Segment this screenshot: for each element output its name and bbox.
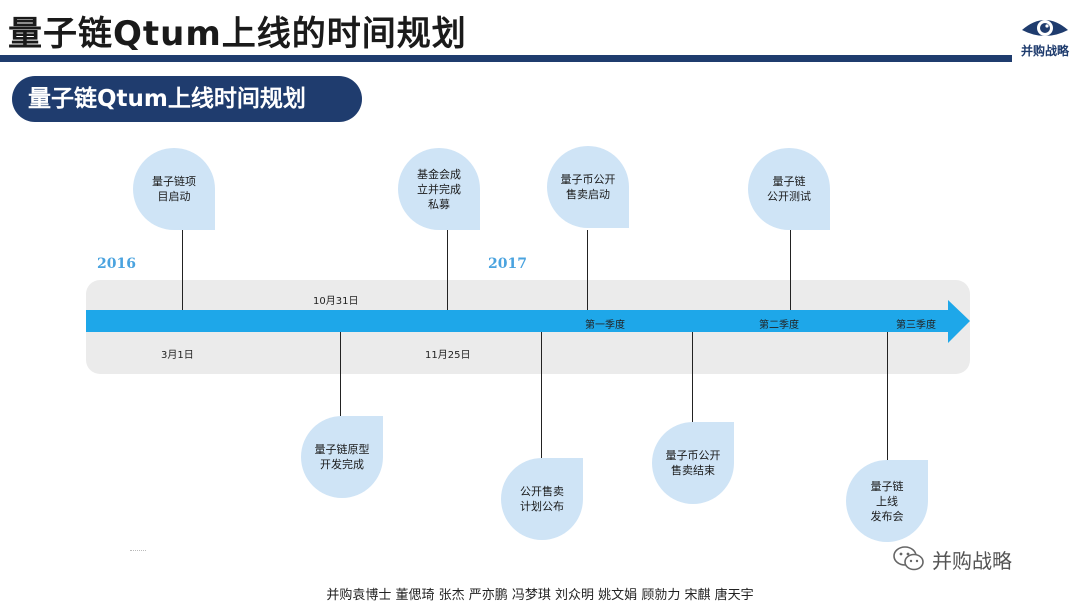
date-label: 10月31日 (313, 296, 359, 307)
connector-line (182, 230, 183, 310)
year-label-2017: 2017 (488, 256, 527, 272)
event-bubble: 量子币公开 售卖结束 (652, 422, 734, 504)
quarter-label: 第一季度 (585, 320, 625, 331)
event-bubble: 量子链项 目启动 (133, 148, 215, 230)
date-label: 11月25日 (425, 350, 471, 361)
event-bubble: 量子链原型 开发完成 (301, 416, 383, 498)
connector-line (790, 230, 791, 310)
year-label-2016: 2016 (97, 256, 136, 272)
connector-line (447, 230, 448, 310)
event-bubble: 量子链 上线 发布会 (846, 460, 928, 542)
footer-authors: 并购袁博士 董偲琦 张杰 严亦鹏 冯梦琪 刘众明 姚文娟 顾勍力 宋麒 唐天宇 (326, 588, 754, 603)
wechat-icon (893, 546, 924, 571)
title-underline (0, 55, 1012, 62)
event-label: 量子币公开 售卖启动 (560, 173, 616, 201)
event-label: 基金会成 立并完成 私募 (417, 167, 461, 211)
event-bubble: 基金会成 立并完成 私募 (398, 148, 480, 230)
section-label: 量子链Qtum上线时间规划 (12, 76, 362, 122)
event-label: 量子链项 目启动 (152, 175, 196, 203)
quarter-label: 第二季度 (759, 320, 799, 331)
watermark: 并购战略 (892, 544, 1012, 574)
event-label: 量子币公开 售卖结束 (665, 449, 721, 477)
event-label: 公开售卖 计划公布 (520, 485, 564, 513)
connector-line (541, 332, 542, 458)
divider (130, 550, 146, 553)
connector-line (692, 332, 693, 422)
event-label: 量子链 上线 发布会 (870, 479, 904, 523)
date-label: 3月1日 (161, 350, 194, 361)
event-label: 量子链原型 开发完成 (314, 443, 370, 471)
watermark-text: 并购战略 (932, 548, 1012, 573)
connector-line (587, 230, 588, 310)
event-label: 量子链 公开测试 (767, 175, 811, 203)
page-title: 量子链Qtum上线的时间规划 (8, 14, 467, 54)
event-bubble: 量子币公开 售卖启动 (547, 146, 629, 228)
connector-line (887, 332, 888, 460)
logo-text: 并购战略 (1020, 44, 1069, 58)
eye-logo-icon (1022, 20, 1068, 36)
event-bubble: 公开售卖 计划公布 (501, 458, 583, 540)
quarter-label: 第三季度 (896, 320, 936, 331)
event-bubble: 量子链 公开测试 (748, 148, 830, 230)
connector-line (340, 332, 341, 416)
